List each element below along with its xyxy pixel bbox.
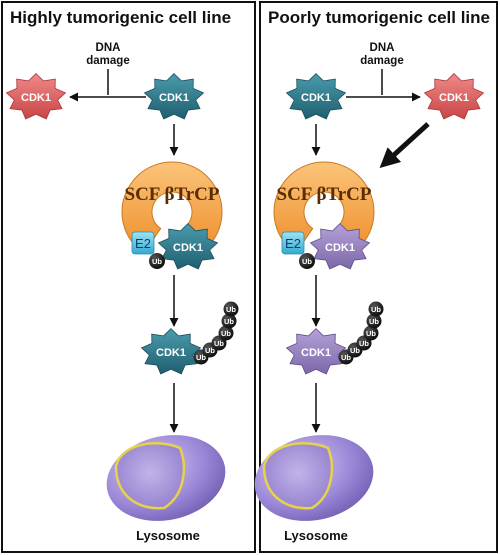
ub-bead <box>363 325 379 341</box>
left-scf-label: SCF βTrCP <box>125 184 220 205</box>
left-ubiquitinated-cdk1: CDK1 <box>140 328 202 375</box>
right-cdk1-damaged: CDK1 <box>423 73 485 120</box>
right-lysosome-label: Lysosome <box>284 528 348 543</box>
ub-bead-label: Ub <box>369 317 379 326</box>
ub-bead-label: Ub <box>214 339 224 348</box>
ub-bead <box>221 313 237 329</box>
left-panel-frame <box>1 1 256 553</box>
right-panel-title: Poorly tumorigenic cell line <box>268 8 490 27</box>
left-cdk1-active: CDK1 <box>143 73 205 120</box>
right-e2-label: E2 <box>285 236 301 251</box>
right-ubiquitinated-cdk1: CDK1 <box>285 328 347 375</box>
ub-bead <box>366 313 382 329</box>
ub-bead <box>223 301 239 317</box>
right-cdk1-active-label: CDK1 <box>301 92 331 104</box>
right-big-diagonal-arrow <box>379 122 430 169</box>
right-panel: Poorly tumorigenic cell line DNA damage … <box>254 8 490 543</box>
right-ubiquitinated-cdk1-label: CDK1 <box>301 347 331 359</box>
left-cdk1-damaged: CDK1 <box>5 73 67 120</box>
ub-bead-label: Ub <box>366 329 376 338</box>
left-lysosome-label: Lysosome <box>136 528 200 543</box>
ub-bead-label: Ub <box>205 346 215 355</box>
left-cdk1-damaged-label: CDK1 <box>21 92 51 104</box>
right-cdk1-active: CDK1 <box>285 73 347 120</box>
left-ubiquitinated-cdk1-label: CDK1 <box>156 347 186 359</box>
svg-text:Ub: Ub <box>302 257 312 266</box>
left-panel: Highly tumorigenic cell line DNA damage … <box>5 8 239 543</box>
left-cdk1-active-label: CDK1 <box>159 92 189 104</box>
left-e2: E2 <box>131 231 155 255</box>
ub-bead <box>218 325 234 341</box>
left-complex-cdk1-label: CDK1 <box>173 242 203 254</box>
ub-bead-label: Ub <box>224 317 234 326</box>
right-dna-damage-line2: damage <box>360 55 403 67</box>
left-dna-damage-line1: DNA <box>96 42 121 54</box>
left-e2-label: E2 <box>135 236 151 251</box>
right-scf-label: SCF βTrCP <box>277 184 372 205</box>
ub-bead <box>368 301 384 317</box>
left-panel-title: Highly tumorigenic cell line <box>10 8 231 27</box>
right-e2: E2 <box>281 231 305 255</box>
right-complex-cdk1: CDK1 <box>309 223 371 270</box>
left-ub-single: Ub <box>149 253 165 269</box>
left-dna-damage-line2: damage <box>86 55 129 67</box>
ub-bead-label: Ub <box>371 305 381 314</box>
ub-bead-label: Ub <box>359 339 369 348</box>
right-panel-frame <box>259 1 498 553</box>
ub-bead-label: Ub <box>221 329 231 338</box>
right-lysosome <box>254 435 374 521</box>
ub-bead-label: Ub <box>196 353 206 362</box>
ub-bead-label: Ub <box>341 353 351 362</box>
ub-bead-label: Ub <box>226 305 236 314</box>
right-ub-single: Ub <box>299 253 315 269</box>
svg-text:Ub: Ub <box>152 257 162 266</box>
left-lysosome <box>106 435 226 521</box>
right-dna-damage-line1: DNA <box>370 42 395 54</box>
right-cdk1-damaged-label: CDK1 <box>439 92 469 104</box>
ub-bead-label: Ub <box>350 346 360 355</box>
left-complex-cdk1: CDK1 <box>157 223 219 270</box>
right-complex-cdk1-label: CDK1 <box>325 242 355 254</box>
